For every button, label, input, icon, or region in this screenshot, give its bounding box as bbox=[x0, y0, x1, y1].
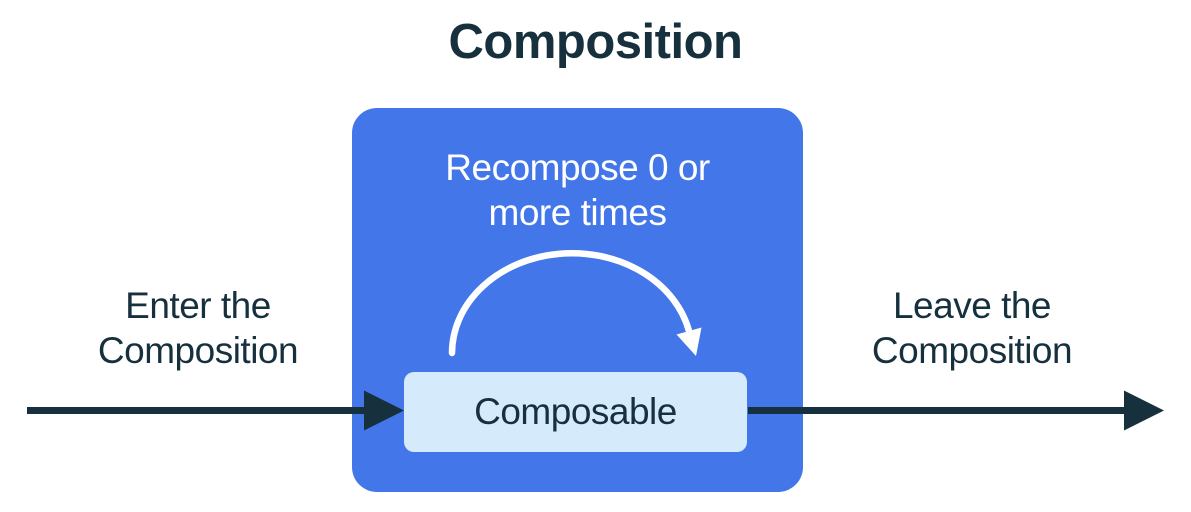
leave-arrow-icon bbox=[748, 390, 1164, 431]
leave-label-line1: Leave the bbox=[892, 285, 1052, 326]
leave-label-line2: Composition bbox=[871, 330, 1073, 371]
enter-arrow-icon bbox=[27, 390, 404, 431]
leave-label: Leave the Composition bbox=[797, 283, 1147, 373]
diagram-title: Composition bbox=[448, 15, 743, 69]
recompose-label-line2: more times bbox=[488, 192, 667, 233]
composable-node: Composable bbox=[404, 372, 747, 452]
composable-label: Composable bbox=[474, 391, 677, 432]
recompose-label-line1: Recompose 0 or bbox=[445, 147, 710, 188]
enter-label-line1: Enter the bbox=[125, 285, 271, 326]
enter-label: Enter the Composition bbox=[23, 283, 373, 373]
recompose-label: Recompose 0 or more times bbox=[352, 145, 803, 235]
composition-box: Recompose 0 or more times Composable bbox=[352, 108, 803, 492]
enter-label-line2: Composition bbox=[97, 330, 299, 371]
